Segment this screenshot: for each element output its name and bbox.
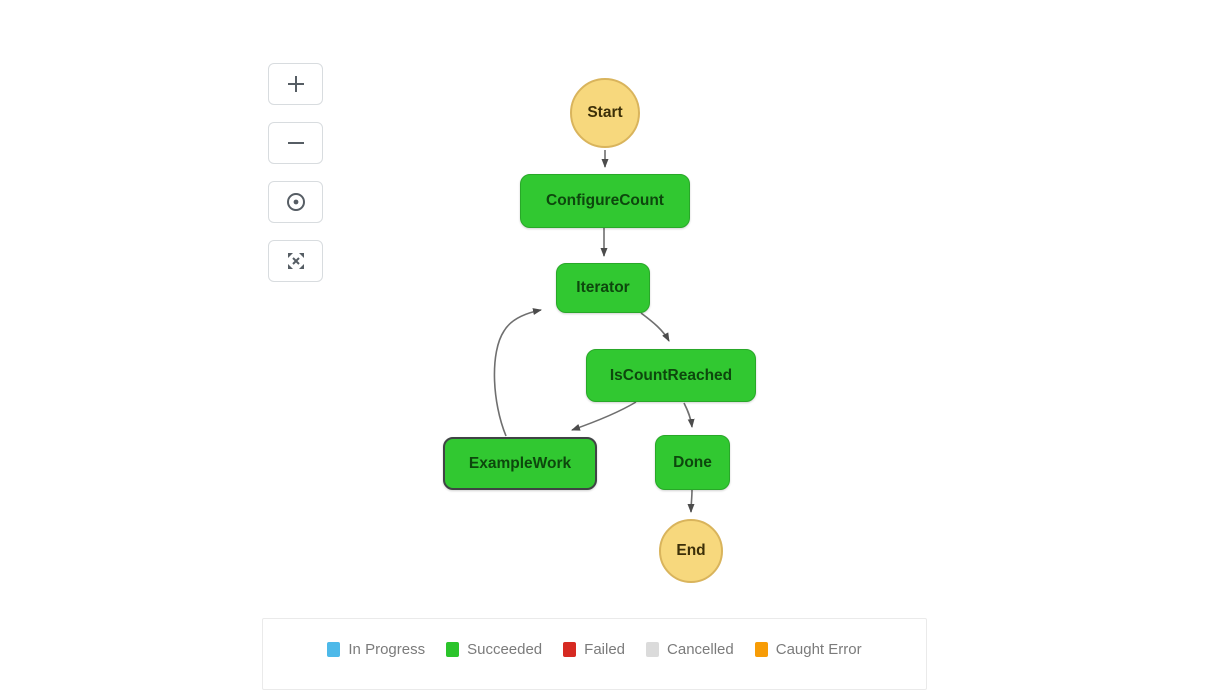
legend-item-cancelled: Cancelled <box>646 641 734 658</box>
legend-label: Failed <box>584 641 626 658</box>
plus-icon <box>284 72 308 96</box>
center-graph-button[interactable] <box>268 181 323 223</box>
legend-label: Caught Error <box>775 641 862 658</box>
failed-swatch <box>563 642 577 657</box>
node-iscountreached[interactable]: IsCountReached <box>586 349 756 402</box>
node-iterator[interactable]: Iterator <box>556 263 650 313</box>
edge-iscountreached-to-examplework <box>571 401 637 431</box>
node-label: ExampleWork <box>468 454 572 472</box>
node-done[interactable]: Done <box>655 435 730 490</box>
node-label: ConfigureCount <box>546 192 664 209</box>
node-label: Iterator <box>576 279 630 296</box>
zoom-out-button[interactable] <box>268 122 323 164</box>
node-examplework[interactable]: ExampleWork <box>443 437 597 490</box>
node-configurecount[interactable]: ConfigureCount <box>520 174 690 228</box>
status-legend: In Progress Succeeded Failed Cancelled C… <box>262 618 927 690</box>
minus-icon <box>284 131 308 155</box>
cancelled-swatch <box>646 642 660 657</box>
legend-item-failed: Failed <box>563 641 625 658</box>
legend-item-in-progress: In Progress <box>327 641 425 658</box>
succeeded-swatch <box>446 642 460 657</box>
edge-iterator-to-iscountreached <box>640 312 670 342</box>
legend-item-caught-error: Caught Error <box>754 641 862 658</box>
edge-iscountreached-to-done <box>683 402 695 428</box>
node-label: Done <box>673 453 712 471</box>
fit-to-screen-button[interactable] <box>268 240 323 282</box>
legend-item-succeeded: Succeeded <box>446 641 542 658</box>
node-label: IsCountReached <box>609 366 733 384</box>
center-dot-icon <box>284 190 308 214</box>
edge-done-to-end <box>687 489 695 513</box>
legend-label: Cancelled <box>667 641 734 658</box>
in-progress-swatch <box>327 642 341 657</box>
expand-arrows-icon <box>284 249 308 273</box>
node-end[interactable]: End <box>659 519 723 583</box>
legend-row: In Progress Succeeded Failed Cancelled C… <box>327 641 862 658</box>
legend-label: Succeeded <box>467 641 543 658</box>
node-label: Start <box>587 104 623 121</box>
node-label: End <box>676 542 706 559</box>
zoom-in-button[interactable] <box>268 63 323 105</box>
edge-examplework-to-iterator <box>493 308 542 437</box>
graph-zoom-toolbar <box>268 63 323 282</box>
legend-label: In Progress <box>348 641 426 658</box>
caught-error-swatch <box>754 642 768 657</box>
node-start[interactable]: Start <box>570 78 640 148</box>
